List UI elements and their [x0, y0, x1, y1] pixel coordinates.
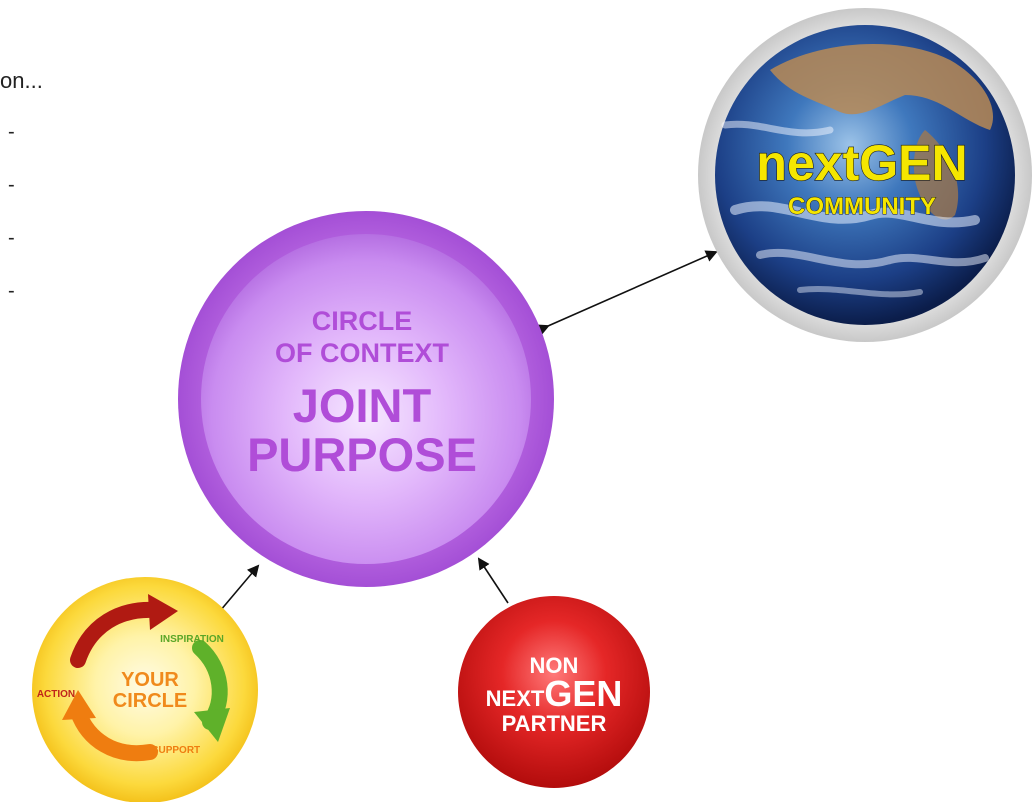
partner-line2-big: GEN: [544, 673, 622, 714]
earth-landmass: [770, 43, 994, 130]
left-dash-2: -: [8, 174, 15, 196]
center-line-joint: JOINT: [293, 379, 432, 432]
left-dash-1: -: [8, 121, 15, 143]
cycle-arrow-orange: [70, 704, 158, 762]
partner-line2: NEXTGEN: [486, 673, 623, 714]
center-line-purpose: PURPOSE: [247, 428, 477, 481]
cycle-arrow-red: [70, 601, 163, 668]
partner-line3: PARTNER: [502, 711, 607, 736]
left-text-block: on... - - - -: [0, 68, 43, 302]
label-support: SUPPORT: [152, 745, 200, 756]
community-title-suffix: GEN: [859, 135, 967, 191]
your-circle: YOUR CIRCLE INSPIRATION ACTION SUPPORT: [32, 577, 258, 802]
label-action: ACTION: [37, 689, 75, 700]
label-inspiration: INSPIRATION: [160, 634, 224, 645]
your-circle-line1: YOUR: [121, 669, 179, 691]
left-dash-3: -: [8, 227, 15, 249]
left-dash-4: -: [8, 280, 15, 302]
circle-of-context: CIRCLE OF CONTEXT JOINT PURPOSE: [178, 211, 554, 587]
nextgen-community-globe: nextGEN COMMUNITY: [698, 8, 1032, 342]
center-line-of-context: OF CONTEXT: [275, 338, 450, 368]
arrow-community-center: [536, 250, 718, 336]
community-title: nextGEN: [756, 135, 967, 191]
non-nextgen-partner: NON NEXTGEN PARTNER: [458, 596, 650, 788]
connectors: [219, 250, 718, 612]
arrow-yourcircle-center: [219, 564, 260, 612]
partner-line2-small: NEXT: [486, 686, 545, 711]
earth-landmass-2: [913, 130, 959, 220]
community-subtitle: COMMUNITY: [788, 193, 936, 220]
your-circle-line2: CIRCLE: [113, 690, 187, 712]
left-text-line: on...: [0, 68, 43, 93]
partner-line1: NON: [530, 653, 579, 678]
arrow-partner-center: [477, 557, 509, 604]
center-line-circle: CIRCLE: [312, 306, 413, 336]
community-title-prefix: next: [756, 135, 859, 191]
